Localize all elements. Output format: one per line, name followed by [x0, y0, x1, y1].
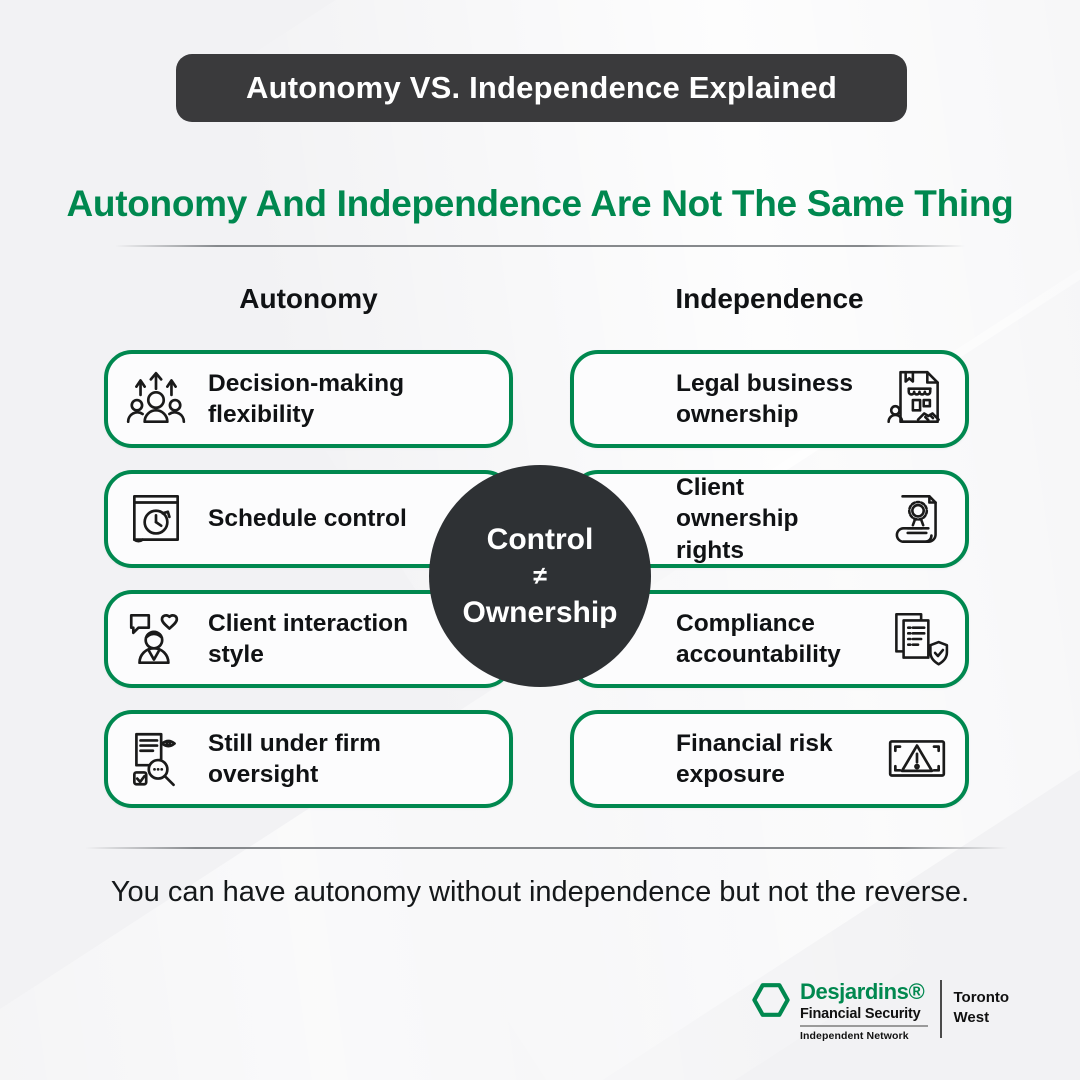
business-ownership-icon: [883, 365, 951, 433]
page-title: Autonomy And Independence Are Not The Sa…: [66, 183, 1014, 224]
card-label: Financial risk exposure: [676, 729, 833, 788]
badge-line: Control: [486, 522, 594, 556]
logo-text-block: Desjardins® Financial Security Independe…: [800, 980, 930, 1042]
logo-separator: [940, 980, 942, 1038]
not-equal-icon: ≠: [533, 561, 547, 590]
firm-oversight-icon: [122, 725, 190, 793]
desjardins-logo: Desjardins® Financial Security Independe…: [752, 980, 1009, 1042]
location-line: West: [953, 1008, 990, 1026]
financial-risk-warning-icon: [883, 725, 951, 793]
badge-line: Ownership: [462, 595, 618, 629]
client-interaction-icon: [122, 605, 190, 673]
schedule-control-icon: [122, 485, 190, 553]
location-block: Toronto West: [954, 980, 1010, 1027]
hexagon-icon: [752, 983, 790, 1017]
card-label: Schedule control: [208, 505, 407, 533]
card-label: Compliance accountability: [676, 609, 841, 668]
brand-subtitle: Financial Security: [800, 1006, 921, 1023]
compliance-shield-icon: [883, 605, 951, 673]
location-line: Toronto: [953, 989, 1010, 1006]
client-rights-certificate-icon: [883, 485, 951, 553]
card-label: Client ownership rights: [676, 473, 799, 564]
column-header-autonomy: Autonomy: [239, 283, 378, 314]
card-label: Still under firm oversight: [208, 729, 381, 788]
column-header-independence: Independence: [675, 283, 864, 314]
footer-note: You can have autonomy without independen…: [110, 876, 970, 908]
brand-divider: [800, 1025, 928, 1027]
brand-tagline: Independent Network: [800, 1029, 909, 1042]
card-label: Legal business ownership: [676, 369, 854, 428]
title-divider: [115, 245, 965, 247]
card-label: Decision-making flexibility: [208, 369, 405, 428]
control-ownership-badge: Control ≠ Ownership: [429, 465, 651, 687]
card-firm-oversight: Still under firm oversight: [104, 710, 513, 808]
card-financial-risk: Financial risk exposure: [570, 710, 969, 808]
brand-name: Desjardins®: [800, 979, 925, 1004]
independence-column: Legal business ownership Clien: [570, 350, 969, 808]
card-label: Client interaction style: [208, 609, 409, 668]
footer-divider: [85, 847, 1008, 849]
card-business-ownership: Legal business ownership: [570, 350, 969, 448]
card-decision-flexibility: Decision-making flexibility: [104, 350, 513, 448]
decision-flexibility-icon: [122, 365, 190, 433]
header-banner: Autonomy VS. Independence Explained: [176, 54, 907, 122]
header-banner-label: Autonomy VS. Independence Explained: [246, 70, 837, 105]
